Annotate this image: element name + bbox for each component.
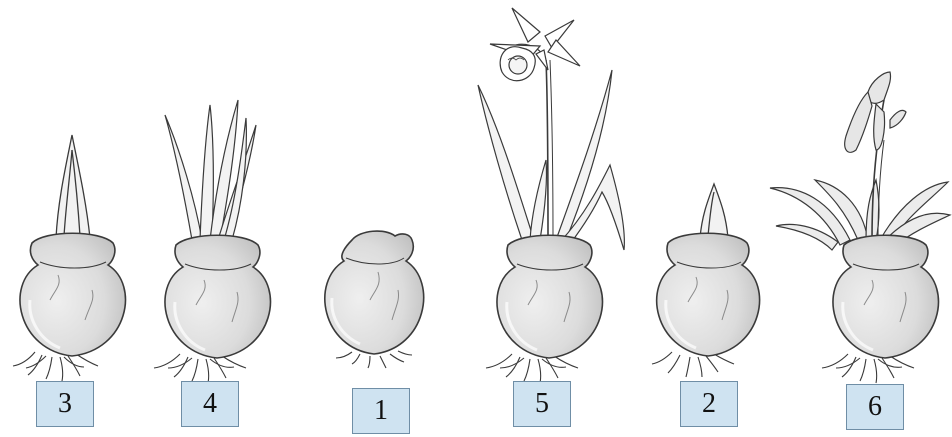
stage-label-2: 2 bbox=[680, 381, 738, 427]
shoot bbox=[56, 135, 90, 238]
bulb bbox=[325, 231, 424, 354]
shoot bbox=[700, 184, 728, 238]
stage-label-6: 6 bbox=[846, 384, 904, 430]
bulb-stage-4 bbox=[154, 100, 270, 383]
bulb-stage-1 bbox=[325, 231, 424, 368]
stage-label-5: 5 bbox=[513, 381, 571, 427]
bulb bbox=[165, 235, 270, 358]
leaves bbox=[165, 100, 256, 240]
roots bbox=[652, 352, 734, 377]
stage-label-4: 4 bbox=[181, 381, 239, 427]
bulb bbox=[497, 235, 602, 358]
bulb-stage-6 bbox=[770, 72, 950, 383]
bulb-stage-2 bbox=[652, 184, 760, 377]
roots bbox=[822, 354, 914, 383]
stage-label-3: 3 bbox=[36, 381, 94, 427]
stage-label-1: 1 bbox=[352, 388, 410, 434]
roots bbox=[13, 352, 98, 381]
bulb bbox=[833, 235, 938, 358]
bulb bbox=[20, 233, 125, 356]
bulb-stage-5 bbox=[478, 8, 624, 383]
bulb bbox=[657, 233, 760, 356]
roots bbox=[486, 354, 578, 383]
bulb-stage-3 bbox=[13, 135, 125, 381]
roots bbox=[154, 354, 246, 383]
